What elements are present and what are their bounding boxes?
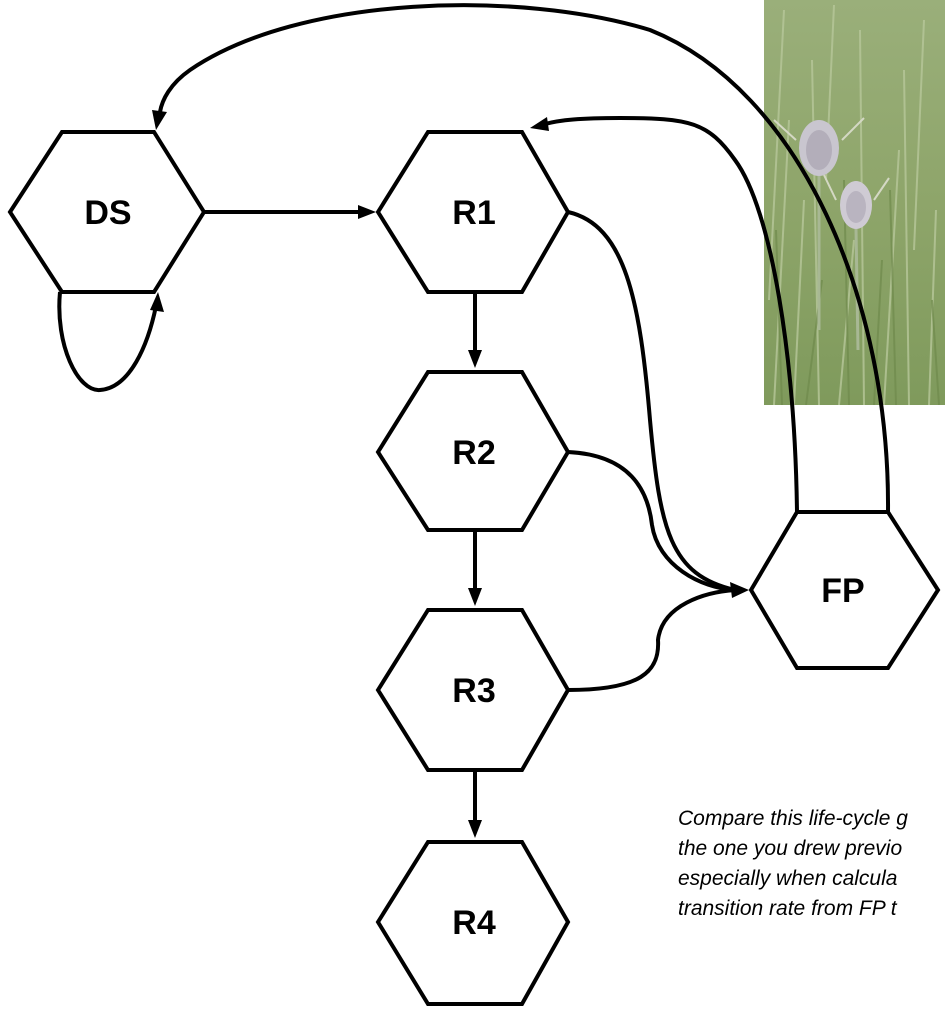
edge-r1-fp [568,212,735,590]
arrowhead-fp-ds [152,110,167,130]
arrowhead-r2-r3 [468,588,482,606]
node-r1: R1 [378,132,568,292]
caption-line-2: the one you drew previo [678,834,945,864]
edge-r3-fp [568,590,735,690]
node-r3: R3 [378,610,568,770]
caption-line-4: transition rate from FP t [678,894,945,924]
node-r4: R4 [378,842,568,1004]
caption-line-3: especially when calcula [678,864,945,894]
caption-line-1: Compare this life-cycle g [678,804,945,834]
edge-r2-fp [568,452,735,590]
arrowhead-r3-r4 [468,820,482,838]
node-fp-label: FP [821,572,864,610]
arrowhead-ds-self-loop [150,292,164,312]
node-r2: R2 [378,372,568,530]
caption-text: Compare this life-cycle g the one you dr… [678,804,945,924]
arrowhead-ds-r1 [358,205,376,219]
arrowhead-fp-r1 [530,117,549,131]
node-fp: FP [751,512,938,668]
node-r3-label: R3 [452,672,495,710]
arrowhead-into-fp [730,582,749,598]
arrowhead-r1-r2 [468,350,482,368]
node-r4-label: R4 [452,904,496,942]
node-ds: DS [10,132,204,292]
edge-ds-self-loop [59,292,156,390]
node-r1-label: R1 [452,194,495,232]
node-r2-label: R2 [452,434,495,472]
node-ds-label: DS [84,194,131,232]
